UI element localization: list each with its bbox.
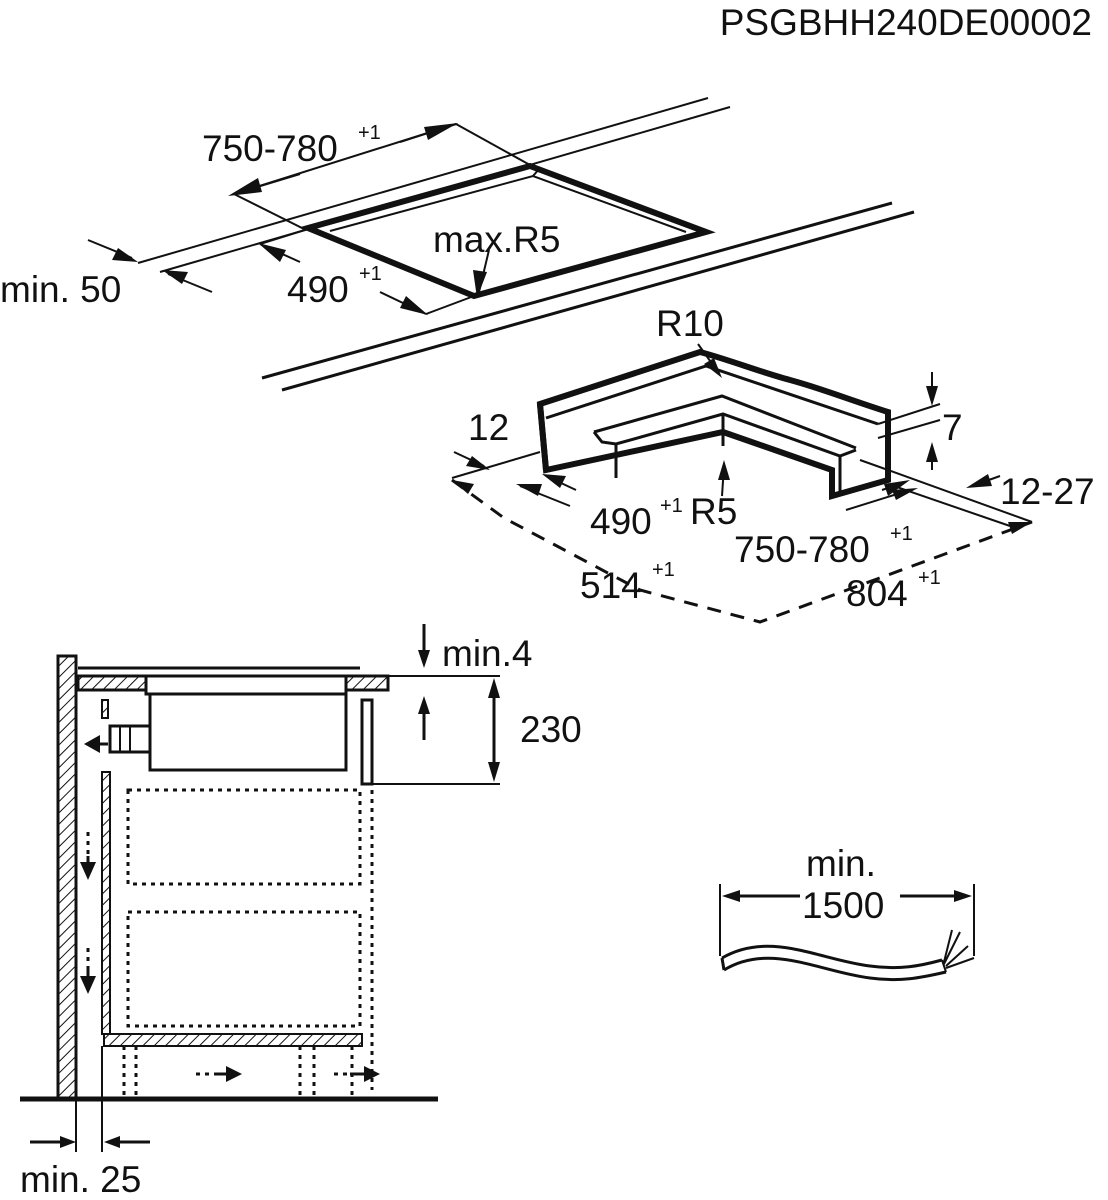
step-depth-label: 7 — [942, 407, 963, 448]
rear-gap-label: min. 25 — [20, 1159, 141, 1200]
edge-distance-label: min. 50 — [0, 269, 121, 310]
inner-depth-tolerance: +1 — [660, 495, 683, 517]
outer-width-label: 804 — [846, 573, 908, 614]
flush-frame-drawing — [451, 343, 1033, 624]
inner-depth-label: 490 — [590, 501, 652, 542]
outer-depth-label: 514 — [580, 565, 642, 606]
power-cable-drawing — [719, 884, 975, 982]
worktop-thickness-label: 12-27 — [1000, 471, 1095, 512]
installation-height-label: 230 — [520, 709, 582, 750]
inner-width-label: 750-780 — [734, 529, 870, 570]
cutout-depth-tolerance: +1 — [359, 263, 382, 285]
cutout-width-tolerance: +1 — [358, 122, 381, 144]
document-code: PSGBHH240DE00002 — [720, 2, 1092, 43]
outer-depth-tolerance: +1 — [652, 559, 675, 581]
outer-radius-label: R10 — [656, 303, 724, 344]
installation-side-view — [20, 624, 500, 1152]
inner-width-tolerance: +1 — [890, 523, 913, 545]
cutout-depth-label: 490 — [287, 269, 349, 310]
corner-radius-label: max.R5 — [433, 219, 560, 260]
top-gap-label: min.4 — [442, 633, 532, 674]
cutout-drawing — [87, 97, 915, 392]
outer-width-tolerance: +1 — [918, 567, 941, 589]
step-width-label: 12 — [468, 407, 509, 448]
cable-length-label: 1500 — [802, 885, 884, 926]
inner-radius-label: R5 — [690, 491, 737, 532]
cable-min-label: min. — [806, 843, 876, 884]
cutout-width-label: 750-780 — [202, 128, 338, 169]
